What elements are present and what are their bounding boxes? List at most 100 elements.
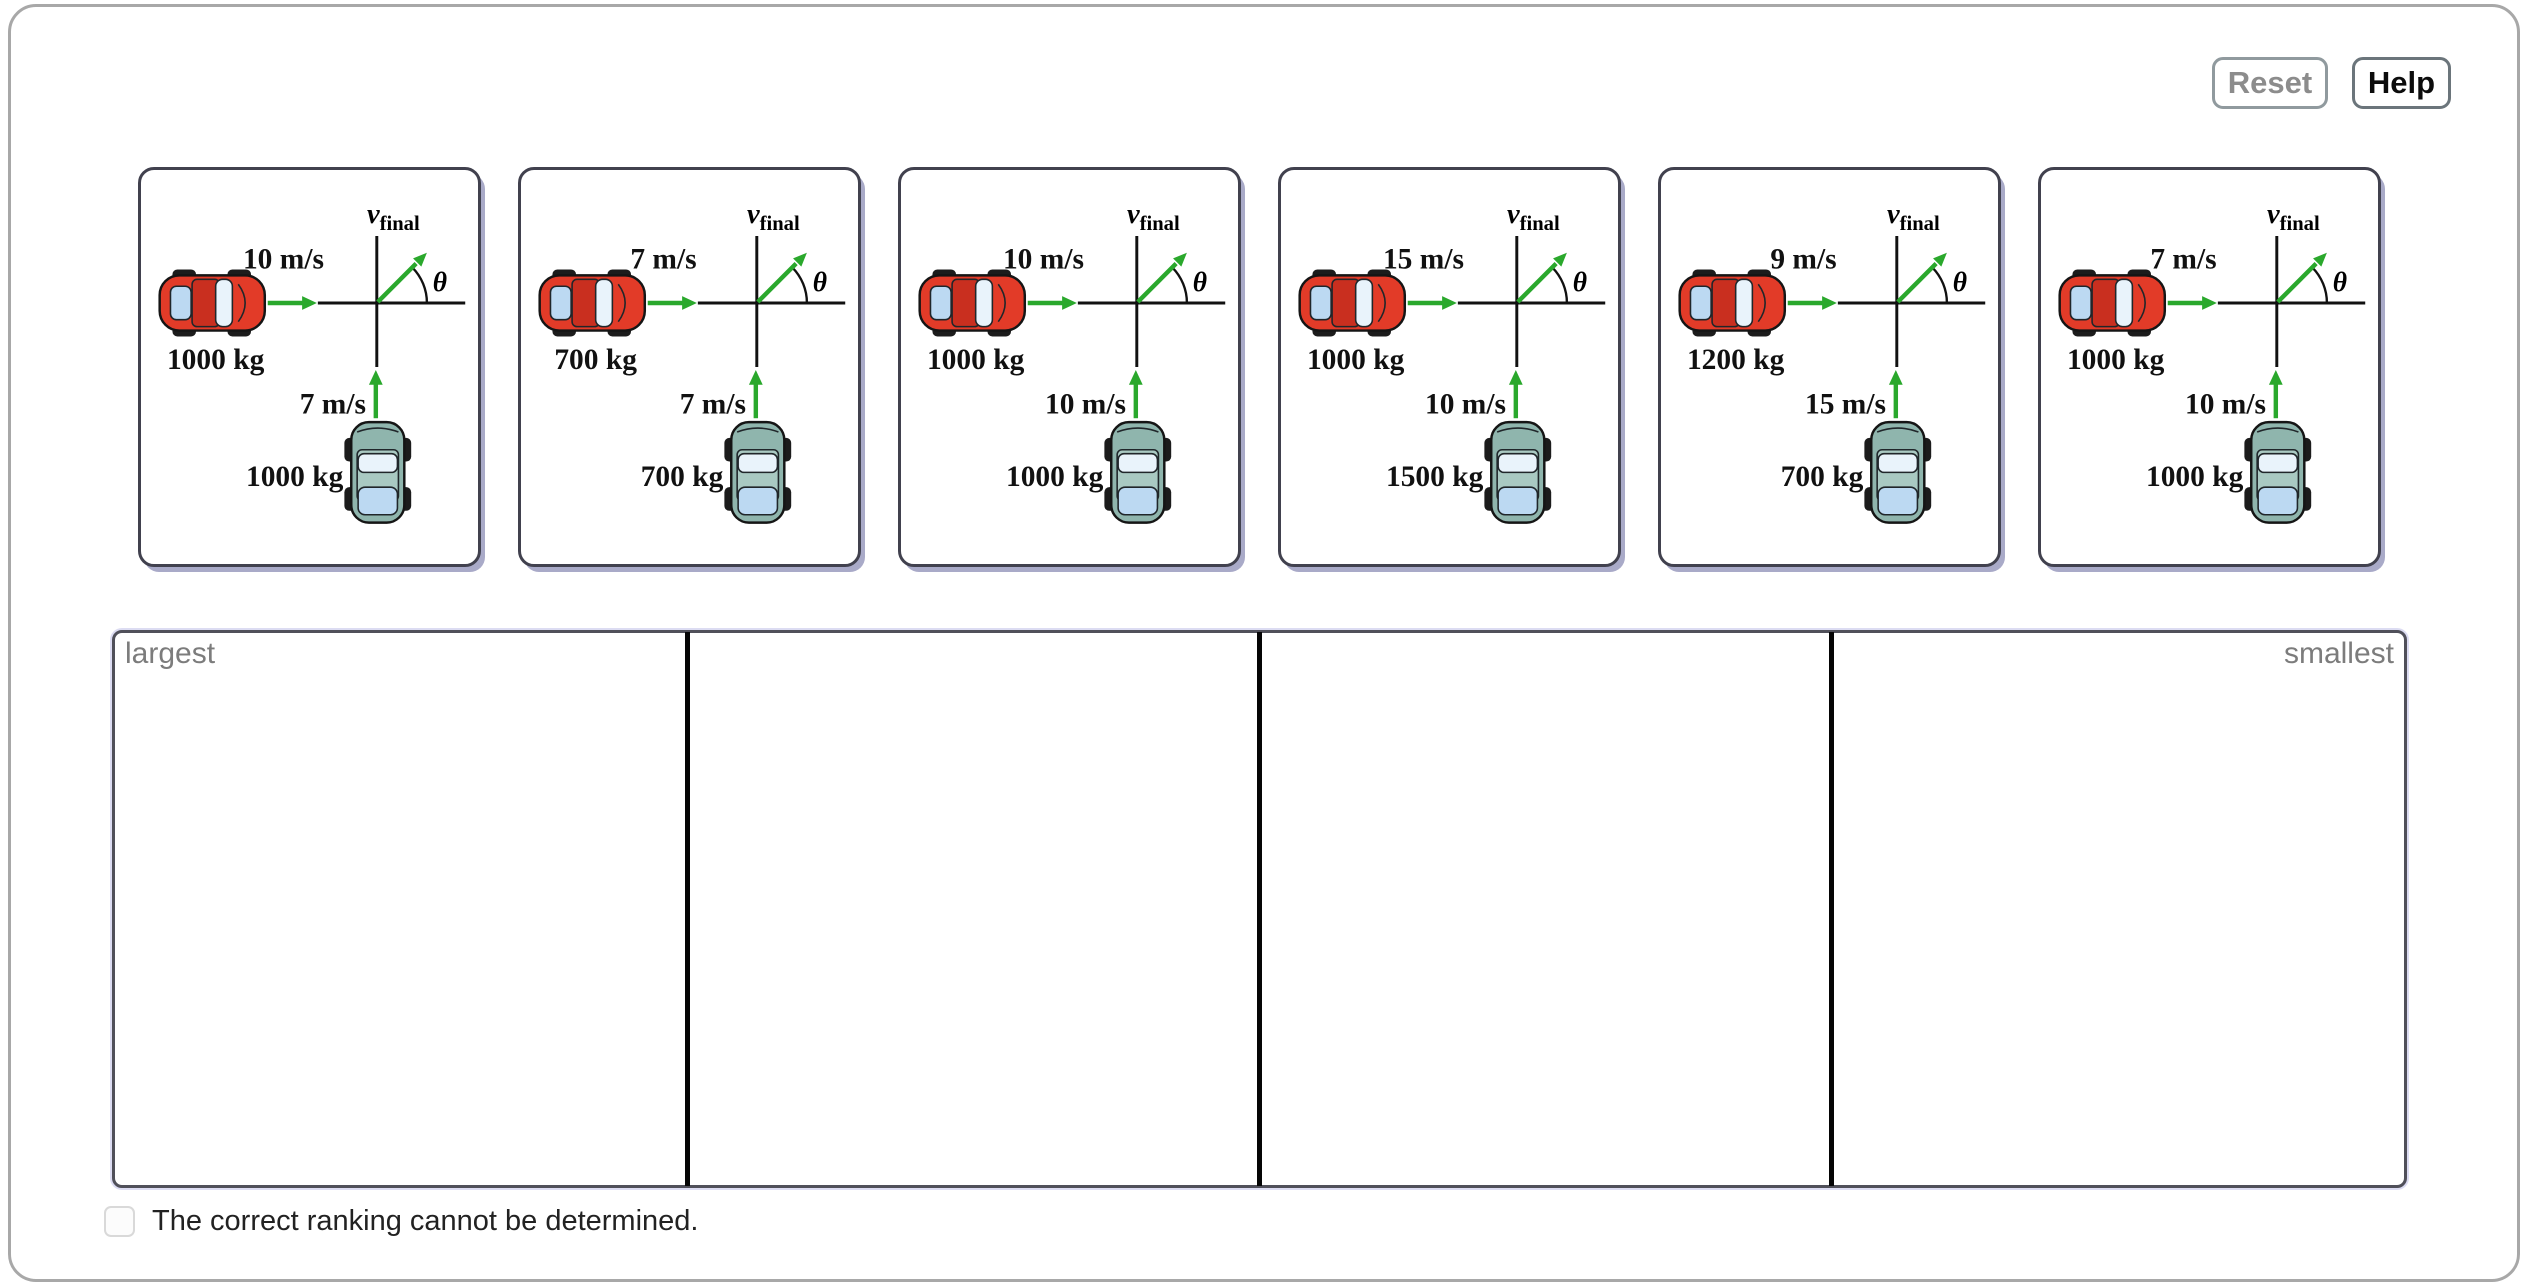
teal-car: [344, 420, 412, 524]
vfinal-arrowhead: [793, 252, 807, 267]
collision-card[interactable]: vfinal θ 7 m/s 700 kg: [518, 167, 861, 567]
up-car-speed: 10 m/s: [1045, 388, 1126, 420]
up-car-mass: 1000 kg: [2146, 461, 2244, 493]
slot-divider: [1829, 632, 1835, 1186]
vfinal-arrow: [1896, 262, 1938, 304]
right-car-arrowhead: [682, 296, 697, 310]
red-car: [2058, 269, 2167, 337]
right-car-mass: 1000 kg: [927, 344, 1025, 376]
red-car: [1678, 269, 1787, 337]
slot-divider: [684, 632, 690, 1186]
cannot-determine-checkbox[interactable]: [104, 1206, 135, 1237]
vfinal-arrowhead: [413, 252, 427, 267]
up-car-mass: 700 kg: [1781, 461, 1864, 493]
right-car-speed: 7 m/s: [630, 243, 696, 275]
collision-card[interactable]: vfinal θ 7 m/s 1000 kg: [2038, 167, 2381, 567]
right-car-mass: 1000 kg: [167, 344, 265, 376]
up-car-mass: 1500 kg: [1386, 461, 1484, 493]
vfinal-label: vfinal: [1887, 199, 1940, 235]
vfinal-label: vfinal: [2267, 199, 2320, 235]
vfinal-arrow: [376, 262, 418, 304]
up-car-arrowhead: [2268, 369, 2283, 385]
smallest-label: smallest: [2283, 637, 2394, 670]
collision-diagram: vfinal θ 15 m/s 1000 kg: [1298, 199, 1606, 524]
collision-diagram: vfinal θ 10 m/s 1000 kg: [158, 199, 466, 524]
vfinal-arrowhead: [2313, 252, 2327, 267]
vfinal-arrowhead: [1553, 252, 1567, 267]
red-car: [918, 269, 1027, 337]
theta-arc: [1551, 266, 1569, 304]
up-car-arrowhead: [1888, 369, 1903, 385]
vfinal-arrow: [1136, 262, 1178, 304]
teal-car: [1484, 420, 1552, 524]
vfinal-arrow: [1516, 262, 1558, 304]
up-car-mass: 1000 kg: [246, 461, 344, 493]
up-car-speed: 7 m/s: [300, 388, 366, 420]
theta-arc: [411, 266, 429, 304]
theta-label: θ: [1953, 266, 1967, 297]
up-car-mass: 700 kg: [641, 461, 724, 493]
right-car-arrowhead: [1062, 296, 1077, 310]
theta-arc: [1931, 266, 1949, 304]
slot-divider: [1257, 632, 1262, 1186]
theta-label: θ: [2333, 266, 2347, 297]
up-car-arrowhead: [1508, 369, 1523, 385]
theta-arc: [1171, 266, 1189, 304]
teal-car: [1104, 420, 1172, 524]
right-car-speed: 10 m/s: [243, 243, 324, 275]
theta-label: θ: [1193, 266, 1207, 297]
theta-label: θ: [433, 266, 447, 297]
up-car-arrowhead: [1128, 369, 1143, 385]
red-car: [158, 269, 267, 337]
right-car-mass: 1000 kg: [1307, 344, 1405, 376]
vfinal-arrowhead: [1173, 252, 1187, 267]
help-button[interactable]: Help: [2352, 57, 2451, 109]
teal-car: [724, 420, 792, 524]
theta-label: θ: [813, 266, 827, 297]
vfinal-arrow: [756, 262, 798, 304]
right-car-speed: 7 m/s: [2150, 243, 2216, 275]
theta-arc: [2311, 266, 2329, 304]
up-car-speed: 7 m/s: [680, 388, 746, 420]
vfinal-label: vfinal: [747, 199, 800, 235]
teal-car: [2244, 420, 2312, 524]
right-car-arrowhead: [2202, 296, 2217, 310]
right-car-mass: 700 kg: [554, 344, 637, 376]
collision-card[interactable]: vfinal θ 10 m/s 1000 kg: [898, 167, 1241, 567]
collision-diagram: vfinal θ 10 m/s 1000 kg: [918, 199, 1226, 524]
collision-diagram: vfinal θ 7 m/s 700 kg: [538, 199, 846, 524]
vfinal-arrow: [2276, 262, 2318, 304]
cannot-determine-label: The correct ranking cannot be determined…: [152, 1205, 699, 1237]
largest-label: largest: [125, 637, 216, 670]
right-car-mass: 1000 kg: [2067, 344, 2165, 376]
right-car-speed: 9 m/s: [1770, 243, 1836, 275]
up-car-speed: 15 m/s: [1805, 388, 1886, 420]
right-car-speed: 15 m/s: [1383, 243, 1464, 275]
vfinal-label: vfinal: [1127, 199, 1180, 235]
right-car-speed: 10 m/s: [1003, 243, 1084, 275]
collision-card[interactable]: vfinal θ 10 m/s 1000 kg: [138, 167, 481, 567]
right-car-arrowhead: [1442, 296, 1457, 310]
ranking-box[interactable]: largest smallest: [112, 630, 2407, 1188]
theta-arc: [791, 266, 809, 304]
collision-card[interactable]: vfinal θ 15 m/s 1000 kg: [1278, 167, 1621, 567]
vfinal-label: vfinal: [367, 199, 420, 235]
vfinal-arrowhead: [1933, 252, 1947, 267]
right-car-arrowhead: [1822, 296, 1837, 310]
collision-card[interactable]: vfinal θ 9 m/s 1200 kg: [1658, 167, 2001, 567]
theta-label: θ: [1573, 266, 1587, 297]
up-car-speed: 10 m/s: [2185, 388, 2266, 420]
collision-diagram: vfinal θ 9 m/s 1200 kg: [1678, 199, 1986, 524]
reset-button[interactable]: Reset: [2212, 57, 2328, 109]
right-car-mass: 1200 kg: [1687, 344, 1785, 376]
red-car: [538, 269, 647, 337]
cards-row: vfinal θ 10 m/s 1000 kg: [138, 167, 2381, 567]
up-car-speed: 10 m/s: [1425, 388, 1506, 420]
vfinal-label: vfinal: [1507, 199, 1560, 235]
red-car: [1298, 269, 1407, 337]
up-car-arrowhead: [748, 369, 763, 385]
teal-car: [1864, 420, 1932, 524]
up-car-arrowhead: [368, 369, 383, 385]
up-car-mass: 1000 kg: [1006, 461, 1104, 493]
collision-diagram: vfinal θ 7 m/s 1000 kg: [2058, 199, 2366, 524]
